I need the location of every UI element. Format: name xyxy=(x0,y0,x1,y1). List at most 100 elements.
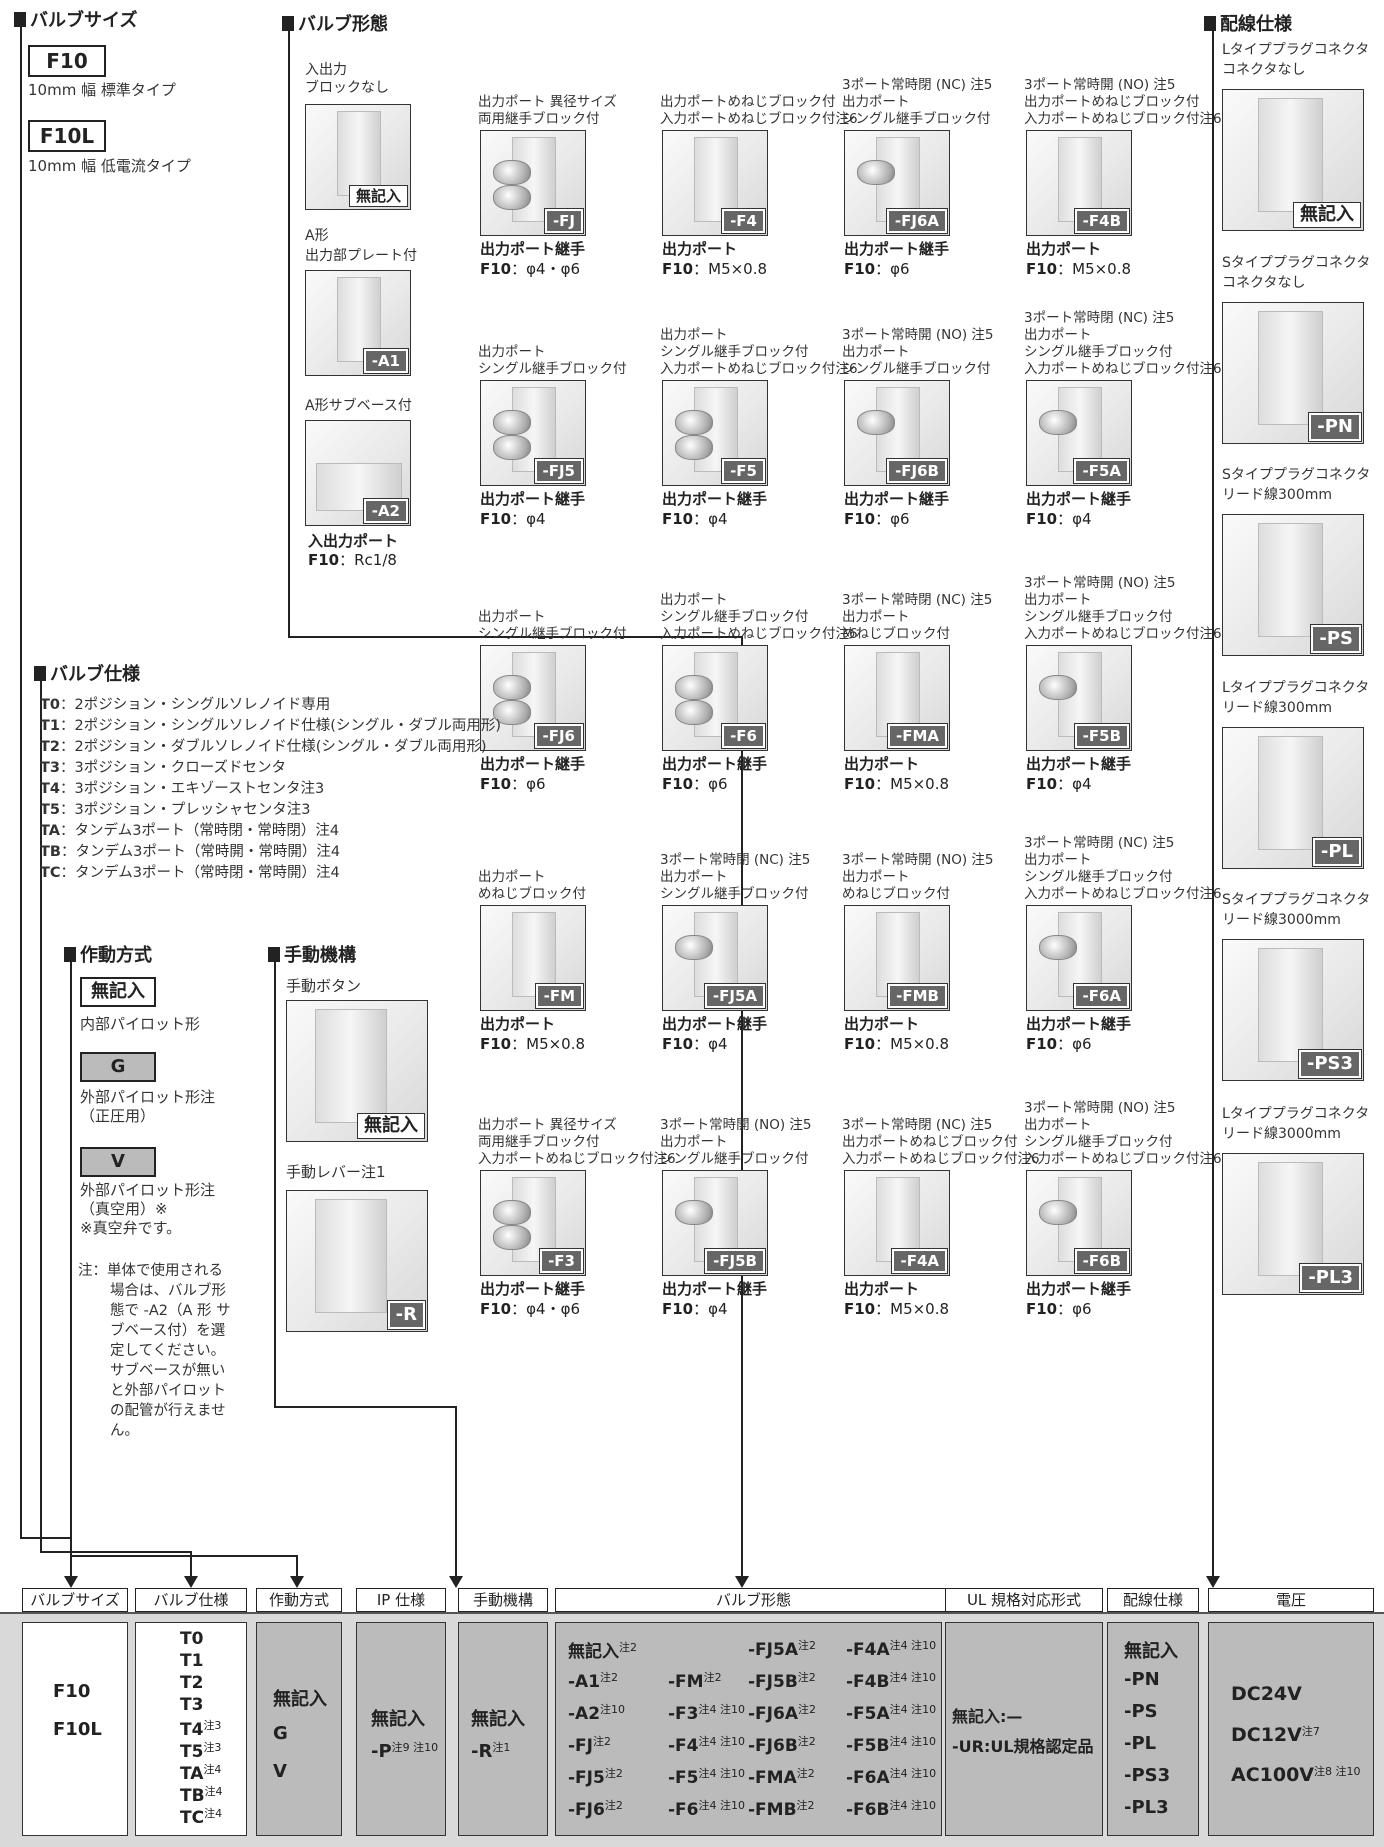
spec-value: ：M5×0.8 xyxy=(875,775,950,793)
valve-form-caption: 出力ポート xyxy=(842,609,910,625)
code-item: 無記入:— xyxy=(952,1703,1022,1727)
code-text: -R xyxy=(471,1741,493,1762)
valve-form-caption: シングル継手ブロック付 xyxy=(842,361,991,377)
wiring-image: -PN xyxy=(1222,302,1364,444)
wiring-code: -PL3 xyxy=(1299,1263,1362,1293)
valve-form-code: -F4B xyxy=(1073,208,1131,234)
code-text: -F4A xyxy=(846,1640,890,1660)
manual-lever-image: -R xyxy=(286,1190,428,1332)
result-label: 出力ポート継手 xyxy=(480,490,586,508)
spec-size-label: F10 xyxy=(1026,510,1058,528)
spec-value: ：φ4 xyxy=(693,1300,728,1318)
code-item: T1 xyxy=(180,1651,203,1671)
wiring-image: -PS xyxy=(1222,514,1364,656)
size-f10-box: F10 xyxy=(28,45,106,77)
valve-form-result: 出力ポート xyxy=(662,240,737,258)
result-label: 出力ポート継手 xyxy=(662,755,768,773)
result-label: 出力ポート継手 xyxy=(1026,490,1132,508)
op-none-desc: 内部パイロット形 xyxy=(80,1015,201,1033)
spec-value: ：φ6 xyxy=(1057,1300,1092,1318)
code-item: G xyxy=(273,1723,288,1744)
manual-button-image: 無記入 xyxy=(286,1000,428,1142)
code-item: -FJ6B注2 xyxy=(748,1733,816,1756)
block-none-code: 無記入 xyxy=(348,185,408,207)
valve-spec-desc: ：3ポジション・プレッシャセンタ注3 xyxy=(59,802,311,818)
valve-form-caption: 3ポート常時開 (NO) 注5 xyxy=(1024,575,1176,591)
code-item: -FJ5A注2 xyxy=(748,1637,816,1660)
valve-form-image: -FJ5A xyxy=(662,905,768,1011)
note-ref: 注4 注10 xyxy=(889,1671,936,1684)
valve-form-caption: シングル継手ブロック付 xyxy=(478,361,627,377)
valve-form-result: 出力ポート継手 xyxy=(480,490,585,508)
valve-form-caption: 出力ポートめねじブロック付 xyxy=(1024,94,1200,110)
code-item: -F5B注4 注10 xyxy=(846,1733,936,1756)
note-ref: 注8 注10 xyxy=(1314,1765,1361,1778)
result-label: 出力ポート継手 xyxy=(844,490,950,508)
valve-spec-desc: ：タンデム3ポート（常時閉・常時開）注4 xyxy=(60,865,340,881)
valve-form-heading: バルブ形態 xyxy=(282,10,388,36)
fitting-shape xyxy=(857,160,895,185)
wiring-caption: Lタイププラグコネクタ xyxy=(1222,42,1370,58)
note-ref: 注2 xyxy=(796,1799,815,1812)
valve-spec-item: T5：3ポジション・プレッシャセンタ注3 xyxy=(40,801,310,820)
valve-form-spec: F10：φ6 xyxy=(1026,1300,1092,1318)
valve-form-code: -F6B xyxy=(1073,1248,1131,1274)
block-port-label: 入出力ポート xyxy=(308,532,399,550)
valve-form-caption: 入力ポートめねじブロック付注6 xyxy=(1024,886,1222,902)
code-item: -FMA注2 xyxy=(748,1765,815,1788)
valve-spec-key: TC xyxy=(40,865,61,881)
wiring-caption: コネクタなし xyxy=(1222,62,1306,78)
valve-form-spec: F10：φ4・φ6 xyxy=(480,260,580,278)
note-ref: 注2 xyxy=(600,1671,619,1684)
code-text: 無記入:— xyxy=(952,1707,1023,1726)
valve-spec-key: T5 xyxy=(40,802,60,818)
note-ref: 注2 xyxy=(797,1639,816,1652)
code-text: F10L xyxy=(53,1719,102,1740)
code-item: -UR:UL規格認定品 xyxy=(952,1733,1094,1757)
code-text: T0 xyxy=(180,1629,204,1649)
valve-form-caption: 3ポート常時開 (NO) 注5 xyxy=(1024,1100,1176,1116)
valve-spec-item: TB：タンデム3ポート（常時開・常時開）注4 xyxy=(40,843,340,862)
block-type-cap: A形サブベース付 xyxy=(305,398,412,414)
valve-spec-desc: ：3ポジション・エキゾーストセンタ注3 xyxy=(59,781,325,797)
valve-size-heading: バルブサイズ xyxy=(14,6,137,32)
code-text: T4 xyxy=(180,1720,204,1740)
code-item: T0 xyxy=(180,1629,203,1649)
note-ref: 注3 xyxy=(203,1719,222,1732)
valve-form-image: -F4 xyxy=(662,130,768,236)
code-text: -FJ5A xyxy=(748,1640,798,1660)
spec-value: ：φ6 xyxy=(511,775,546,793)
arrow-down-icon xyxy=(290,1576,304,1588)
op-g-desc: （正圧用） xyxy=(80,1107,156,1125)
arrow-down-icon xyxy=(1206,1576,1220,1588)
spec-value: ：φ6 xyxy=(875,510,910,528)
valve-form-caption: 3ポート常時閉 (NC) 注5 xyxy=(1024,835,1175,851)
valve-form-caption: 出力ポート xyxy=(1024,1117,1092,1133)
spec-size-label: F10 xyxy=(844,510,876,528)
valve-form-image: -FJ5 xyxy=(480,380,586,486)
spec-size-label: F10 xyxy=(1026,1300,1058,1318)
fitting-shape xyxy=(675,675,713,700)
code-text: -F5A xyxy=(846,1704,890,1724)
valve-form-caption: 入力ポートめねじブロック付注6 xyxy=(660,626,858,642)
valve-form-image: -F5 xyxy=(662,380,768,486)
wiring-image: -PL3 xyxy=(1222,1153,1364,1295)
valve-form-caption: 3ポート常時閉 (NC) 注5 xyxy=(1024,310,1175,326)
valve-form-caption: 3ポート常時開 (NO) 注5 xyxy=(1024,77,1176,93)
code-text: -P xyxy=(371,1741,392,1762)
result-label: 出力ポート継手 xyxy=(1026,1015,1132,1033)
size-f10l-box: F10L xyxy=(28,120,106,152)
spec-value: ：M5×0.8 xyxy=(693,260,768,278)
valve-form-caption: 出力ポート xyxy=(1024,327,1092,343)
valve-spec-desc: ：2ポジション・シングルソレノイド仕様(シングル・ダブル両用形) xyxy=(59,718,502,734)
valve-form-caption: 両用継手ブロック付 xyxy=(478,1134,600,1150)
valve-form-spec: F10：φ6 xyxy=(662,775,728,793)
valve-form-caption: 出力ポート xyxy=(660,1134,728,1150)
valve-form-caption: シングル継手ブロック付 xyxy=(660,609,809,625)
valve-spec-desc: ：3ポジション・クローズドセンタ xyxy=(59,760,286,776)
code-item: -PN xyxy=(1124,1669,1160,1690)
spec-value: ：φ4 xyxy=(693,510,728,528)
code-text: 無記入 xyxy=(273,1689,327,1710)
